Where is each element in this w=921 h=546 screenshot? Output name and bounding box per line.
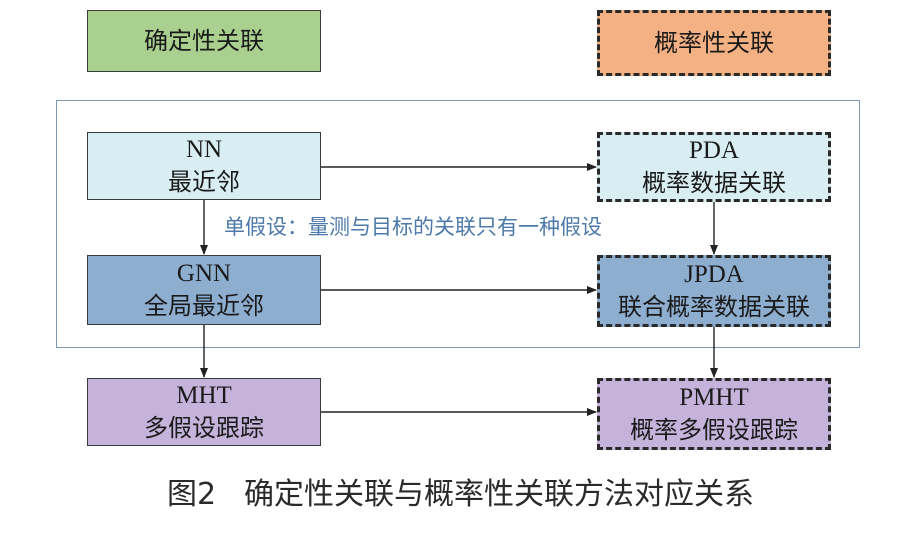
node-jpda-name: 联合概率数据关联 (618, 293, 810, 321)
deterministic-header: 确定性关联 (87, 10, 321, 72)
node-mht: MHT 多假设跟踪 (87, 378, 321, 446)
node-gnn-abbr: GNN (176, 260, 232, 287)
node-pda-name: 概率数据关联 (642, 169, 786, 197)
node-gnn: GNN 全局最近邻 (87, 255, 321, 325)
node-pda-abbr: PDA (688, 137, 739, 164)
figure-number: 图2 (166, 477, 217, 512)
node-pmht: PMHT 概率多假设跟踪 (597, 378, 831, 450)
node-jpda: JPDA 联合概率数据关联 (597, 255, 831, 327)
figure-caption: 图2 确定性关联与概率性关联方法对应关系 (0, 470, 921, 520)
probabilistic-header: 概率性关联 (597, 10, 831, 76)
figure-caption-text: 确定性关联与概率性关联方法对应关系 (244, 477, 755, 512)
single-hypothesis-frame (56, 100, 860, 348)
assumption-note: 单假设：量测与目标的关联只有一种假设 (224, 215, 602, 239)
node-mht-abbr: MHT (176, 382, 232, 409)
deterministic-header-label: 确定性关联 (144, 27, 264, 55)
node-nn-name: 最近邻 (168, 168, 240, 196)
probabilistic-header-label: 概率性关联 (654, 29, 774, 57)
node-mht-name: 多假设跟踪 (144, 414, 264, 442)
node-gnn-name: 全局最近邻 (144, 292, 264, 320)
node-pda: PDA 概率数据关联 (597, 132, 831, 202)
node-nn-abbr: NN (185, 136, 223, 163)
node-nn: NN 最近邻 (87, 132, 321, 200)
node-pmht-name: 概率多假设跟踪 (630, 416, 798, 444)
node-jpda-abbr: JPDA (684, 261, 744, 288)
node-pmht-abbr: PMHT (679, 384, 749, 411)
